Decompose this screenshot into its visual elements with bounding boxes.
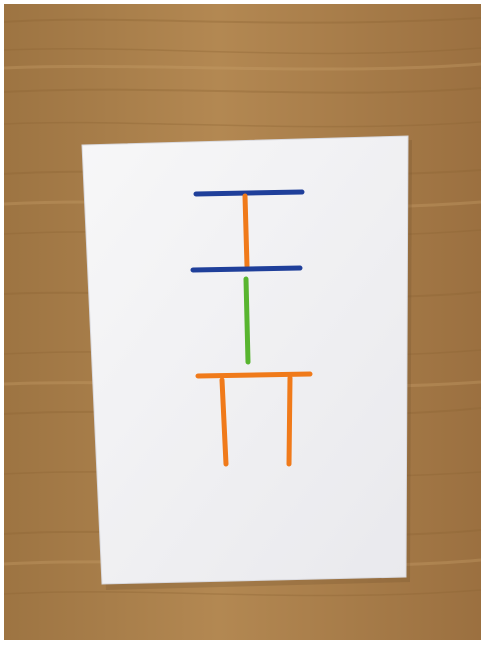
- photo: [4, 4, 481, 640]
- top-blue-bar: [196, 192, 302, 194]
- upper-orange-stem: [245, 196, 247, 266]
- green-stem: [246, 279, 248, 362]
- middle-blue-bar: [193, 268, 300, 270]
- photo-canvas: [4, 4, 481, 640]
- table-right-leg: [289, 378, 290, 464]
- table-top-orange: [198, 374, 310, 376]
